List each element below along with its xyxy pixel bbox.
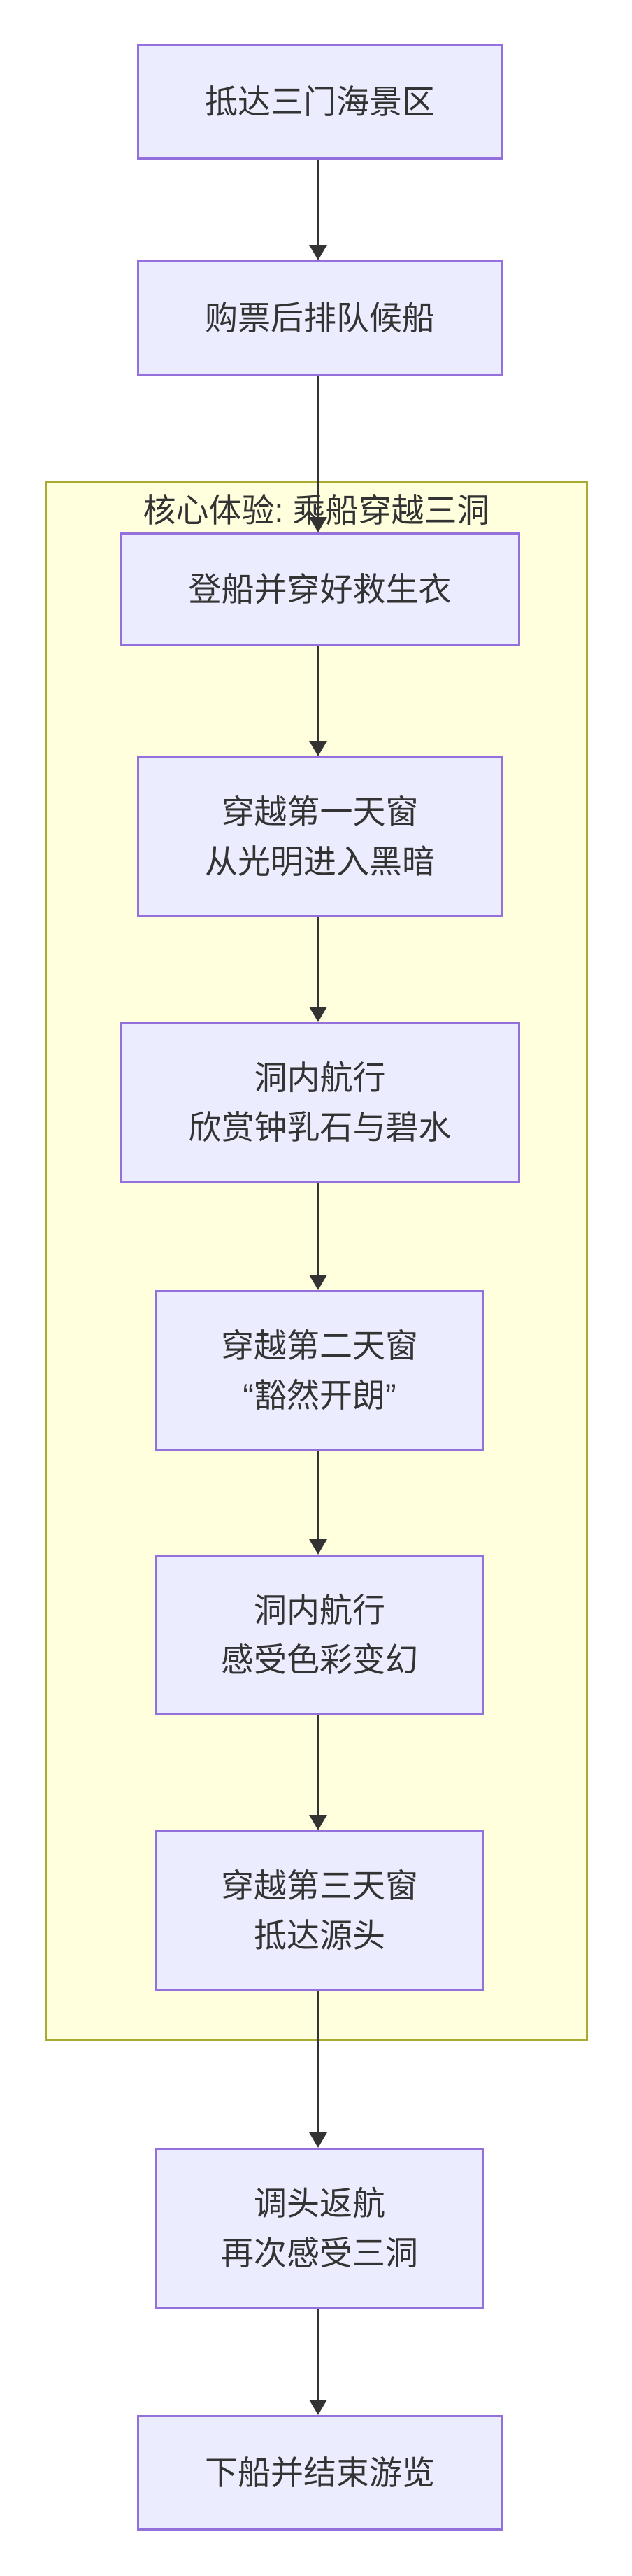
node-label: 欣赏钟乳石与碧水	[188, 1109, 452, 1146]
arrowhead-icon	[309, 1275, 327, 1290]
node-label: 下船并结束游览	[205, 2454, 435, 2491]
edge-3	[317, 646, 319, 741]
arrowhead-icon	[309, 2400, 327, 2415]
node-label: 抵达三门海景区	[205, 83, 435, 120]
node-label: 穿越第一天窗	[221, 793, 419, 830]
node-label: 调头返航	[254, 2185, 385, 2222]
arrowhead-icon	[309, 517, 327, 532]
edge-8	[317, 1991, 319, 2132]
edge-5	[317, 1183, 319, 1275]
arrowhead-icon	[309, 1007, 327, 1022]
node-cave-sail-stalactites: 洞内航行 欣赏钟乳石与碧水	[120, 1022, 520, 1183]
node-first-skylight: 穿越第一天窗 从光明进入黑暗	[137, 756, 503, 917]
edge-1	[317, 160, 319, 246]
node-label: 再次感受三洞	[221, 2235, 418, 2272]
node-label: 购票后排队候船	[205, 299, 435, 337]
edge-7	[317, 1715, 319, 1815]
arrowhead-icon	[309, 741, 327, 756]
arrowhead-icon	[309, 245, 327, 260]
arrowhead-icon	[309, 1539, 327, 1555]
node-label: 抵达源头	[254, 1917, 385, 1954]
node-buy-ticket-queue: 购票后排队候船	[137, 260, 503, 376]
edge-6	[317, 1451, 319, 1539]
arrowhead-icon	[309, 2132, 327, 2148]
node-label: 穿越第三天窗	[221, 1867, 418, 1904]
node-disembark-end-tour: 下船并结束游览	[137, 2415, 503, 2531]
node-label: 从光明进入黑暗	[205, 843, 435, 880]
node-cave-sail-colors: 洞内航行 感受色彩变幻	[155, 1555, 484, 1715]
arrowhead-icon	[309, 1815, 327, 1830]
edge-9	[317, 2309, 319, 2400]
node-label: 穿越第二天窗	[221, 1327, 418, 1364]
node-third-skylight: 穿越第三天窗 抵达源头	[155, 1830, 484, 1991]
edge-4	[317, 917, 319, 1007]
node-arrive-scenic-area: 抵达三门海景区	[137, 44, 503, 160]
node-label: 洞内航行	[254, 1059, 386, 1096]
node-label: 洞内航行	[254, 1592, 385, 1629]
node-board-life-jacket: 登船并穿好救生衣	[120, 532, 520, 646]
node-label: 登船并穿好救生衣	[188, 570, 452, 608]
node-label: 感受色彩变幻	[221, 1641, 418, 1678]
node-second-skylight: 穿越第二天窗 “豁然开朗”	[155, 1290, 484, 1451]
edge-2	[317, 376, 319, 517]
node-label: “豁然开朗”	[243, 1377, 396, 1414]
node-return-voyage: 调头返航 再次感受三洞	[155, 2148, 484, 2309]
